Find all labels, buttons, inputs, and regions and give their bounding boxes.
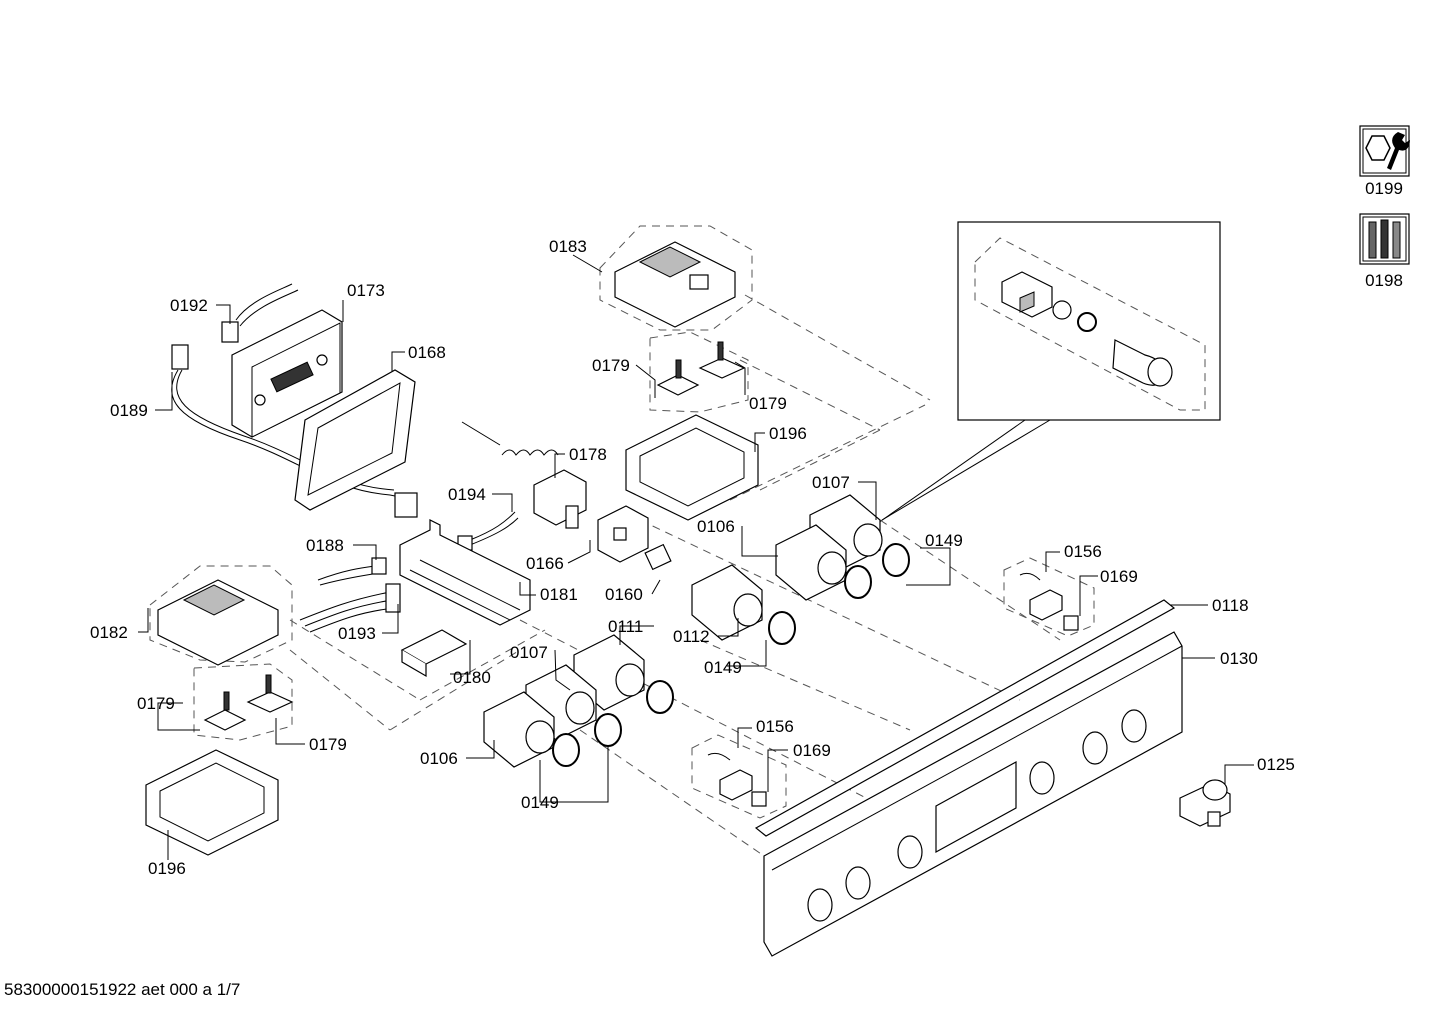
label-0179-c: 0179	[137, 694, 175, 713]
knob-switch-0112	[691, 564, 763, 641]
label-0169-b: 0169	[793, 741, 831, 760]
part-labels: 0192 0173 0168 0189 0183 0179 0179 0178 …	[90, 237, 1295, 878]
label-0107-b: 0107	[510, 643, 548, 662]
label-0118: 0118	[1212, 596, 1249, 615]
sensor-group-0156-left	[691, 734, 787, 819]
thermostat-0178	[461, 421, 587, 529]
label-0125: 0125	[1257, 755, 1295, 774]
label-0193: 0193	[338, 624, 376, 643]
trim-strip-0118	[754, 599, 1176, 837]
switch-group-0179-left	[193, 663, 294, 741]
label-0179-a: 0179	[592, 356, 630, 375]
bracket-0180	[400, 629, 468, 678]
ring-0149-top	[844, 543, 910, 599]
wire-0194	[457, 511, 519, 551]
ring-0149-lower	[646, 680, 674, 714]
label-0111: 0111	[608, 617, 643, 636]
label-0179-d: 0179	[309, 735, 347, 754]
ring-0149-mid	[768, 611, 796, 645]
connector-0192	[221, 283, 299, 343]
sensor-group-0156-right	[1003, 557, 1095, 637]
connector-0188	[317, 557, 387, 586]
electronic-module-0173	[231, 309, 343, 438]
lamp-0160	[644, 543, 672, 571]
label-0180: 0180	[453, 668, 491, 687]
bracket-0196-bottom	[145, 749, 279, 856]
label-0130: 0130	[1220, 649, 1258, 668]
label-0160: 0160	[605, 585, 643, 604]
label-0192: 0192	[170, 296, 208, 315]
leader-lines	[138, 254, 1254, 860]
label-0106-a: 0106	[697, 517, 735, 536]
switch-group-0179-top	[649, 331, 749, 413]
label-0196-b: 0196	[148, 859, 186, 878]
label-0196-a: 0196	[769, 424, 807, 443]
label-0183: 0183	[549, 237, 587, 256]
relay-module-0182	[149, 565, 293, 666]
wiring-0193	[299, 583, 401, 633]
label-0188: 0188	[306, 536, 344, 555]
knob-detail-inset	[877, 221, 1221, 524]
label-0194: 0194	[448, 485, 486, 504]
label-0179-b: 0179	[749, 394, 787, 413]
tool-wrench-icon[interactable]	[1359, 125, 1410, 177]
label-0156-a: 0156	[1064, 542, 1102, 561]
label-0169-a: 0169	[1100, 567, 1138, 586]
knob-switch-0106-top	[775, 524, 847, 601]
label-0106-b: 0106	[420, 749, 458, 768]
label-0181: 0181	[540, 585, 578, 604]
relay-module-0183	[599, 225, 753, 331]
screws-label: 0198	[1365, 271, 1403, 290]
drawing-code: 58300000151922 aet 000 a 1/7	[4, 980, 241, 999]
foot-0125	[1179, 779, 1231, 827]
label-0182: 0182	[90, 623, 128, 642]
label-0149-a: 0149	[925, 531, 963, 550]
label-0107-a: 0107	[812, 473, 850, 492]
label-0149-c: 0149	[521, 793, 559, 812]
label-0149-b: 0149	[704, 658, 742, 677]
label-0166: 0166	[526, 554, 564, 573]
label-0189: 0189	[110, 401, 148, 420]
display-cover-0168	[294, 369, 416, 511]
control-panel-0130	[763, 631, 1183, 957]
label-0156-b: 0156	[756, 717, 794, 736]
label-0112: 0112	[673, 627, 710, 646]
bracket-0196-top	[625, 414, 759, 521]
label-0168: 0168	[408, 343, 446, 362]
screws-icon[interactable]	[1359, 213, 1410, 265]
bracket-0166	[597, 505, 649, 563]
label-0173: 0173	[347, 281, 385, 300]
assembly-guide-lines	[289, 294, 1061, 861]
terminal-rail-0181	[399, 519, 531, 626]
label-0178: 0178	[569, 445, 607, 464]
inset-knob-assembly	[1001, 271, 1173, 387]
tool-label: 0199	[1365, 179, 1403, 198]
